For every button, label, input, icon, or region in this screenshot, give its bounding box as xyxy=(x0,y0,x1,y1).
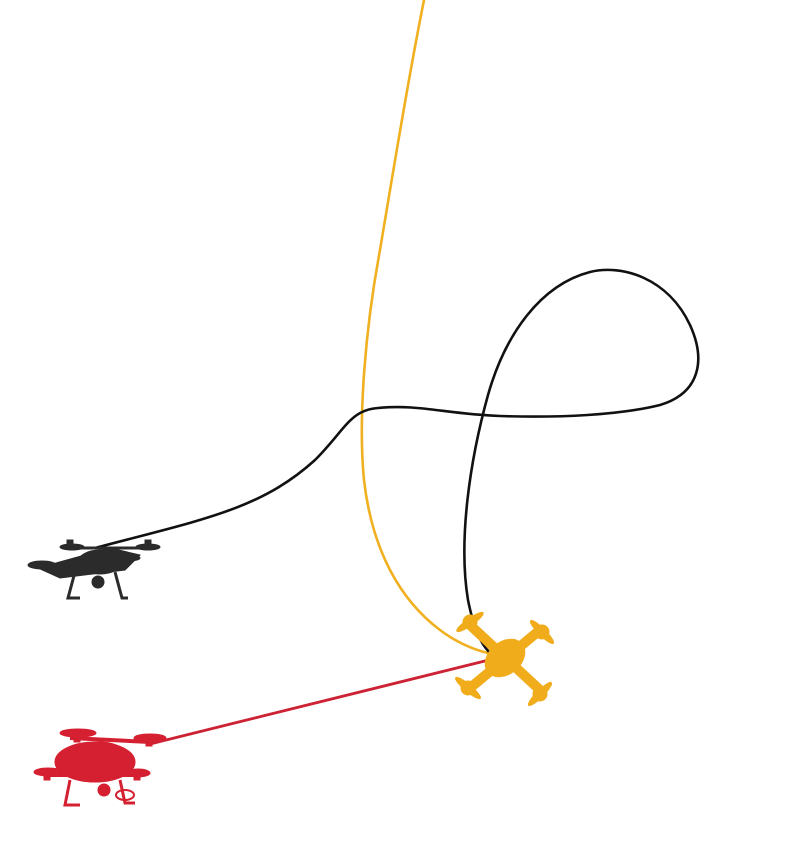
black-drone-path xyxy=(93,268,700,658)
yellow-drone-path xyxy=(360,0,499,657)
yellow-drone xyxy=(455,611,555,707)
red-drone xyxy=(33,728,167,807)
red-drone-path xyxy=(148,656,499,746)
black-drone xyxy=(27,539,161,600)
